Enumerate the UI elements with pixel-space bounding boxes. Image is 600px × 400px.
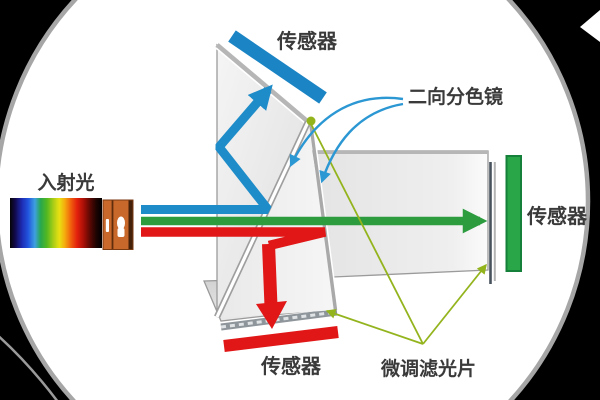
corner-highlight-wedge (580, 10, 600, 42)
sensor-bar-green (505, 155, 522, 272)
red-beam-down-leg (262, 243, 278, 307)
bottom-trim-filter-dashes (220, 310, 338, 329)
ir-filter-hand-icon (117, 216, 125, 237)
red-beam (141, 227, 327, 251)
prism-3-block (312, 150, 489, 278)
dichroic-pointer-curve-1 (289, 96, 404, 168)
lens-glare-arc (0, 335, 59, 400)
dichroic-2 (308, 120, 339, 311)
ir-filter-right-edge (128, 200, 133, 249)
label-dichroic-mirror: 二向分色镜 (408, 85, 503, 108)
sensor-bar-blue (228, 30, 327, 104)
trim-filter-apex-dot (306, 116, 316, 126)
sensor-bar-red (223, 326, 339, 352)
dichroic-pointer-curve-2 (319, 102, 404, 184)
ir-filter-glyph-icon (105, 219, 109, 232)
prism-1-top-edge (215, 43, 310, 124)
red-beam-arrowhead (256, 301, 287, 329)
label-sensor-bottom: 传感器 (260, 354, 322, 378)
blue-beam (141, 84, 273, 214)
incident-light-spectrum (10, 198, 102, 248)
label-sensor-right: 传感器 (526, 204, 588, 228)
label-incident-light: 入射光 (37, 171, 94, 194)
trim-filter-pointer-right (422, 263, 487, 345)
label-trim-filter: 微调滤光片 (380, 357, 476, 380)
label-sensor-top: 传感器 (276, 29, 338, 53)
dichroic-2-highlight (312, 122, 339, 311)
trim-filter-pointer-bottom (325, 309, 424, 345)
